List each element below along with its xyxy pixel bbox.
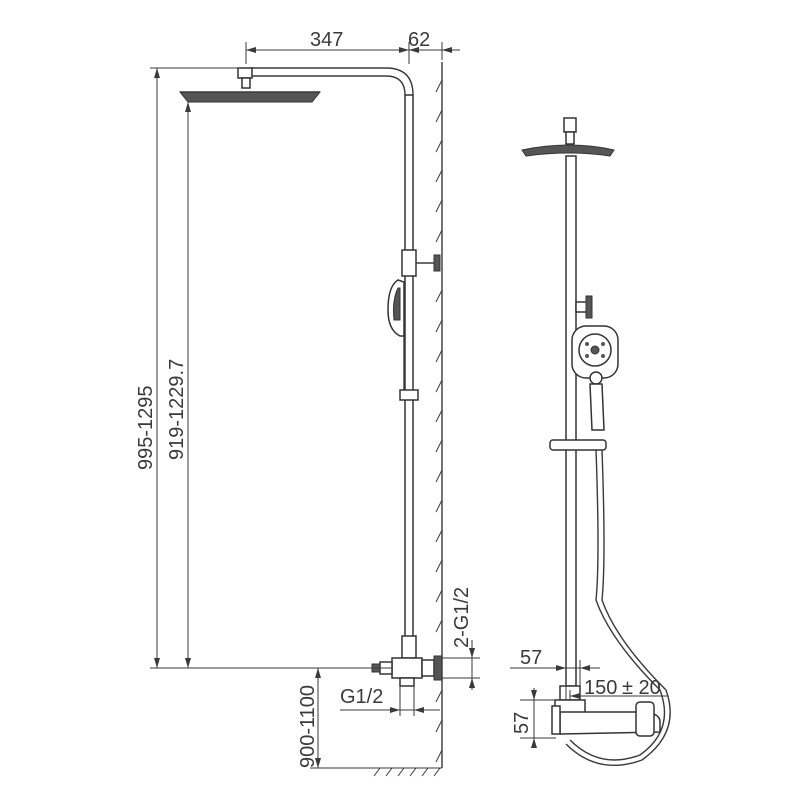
spout-tolerance-label: ± 20 xyxy=(622,677,661,699)
front-slide-holder xyxy=(549,439,607,451)
arm-reach-label: 347 xyxy=(310,29,343,51)
dimension-arm-reach: 347 62 xyxy=(245,29,460,64)
front-width-label: 57 xyxy=(520,647,542,669)
dimension-front-width: 57 xyxy=(510,647,600,700)
floor-line xyxy=(372,767,442,777)
front-hose xyxy=(565,449,671,766)
dimension-mount-height: 900-1100 xyxy=(297,667,372,769)
dimension-inlet-thread: 2-G1/2 xyxy=(442,587,480,690)
front-overhead-shower-head xyxy=(521,117,615,157)
front-view: 57 150 ± 20 57 xyxy=(510,117,671,766)
front-wall-bracket xyxy=(575,295,593,319)
outlet-thread-label: G1/2 xyxy=(340,686,383,708)
dimension-head-height: 919-1229.7 xyxy=(150,102,392,669)
front-height-label: 57 xyxy=(511,712,533,734)
dimension-total-height: 995-1295 xyxy=(135,67,240,668)
riser-pipe xyxy=(250,67,414,656)
overhead-shower-head xyxy=(178,67,322,103)
mixer-valve xyxy=(371,635,443,687)
front-riser-pipe xyxy=(565,155,577,687)
spout-length-label: 150 xyxy=(584,677,617,699)
total-height-label: 995-1295 xyxy=(135,385,157,470)
wall-bracket xyxy=(401,249,441,277)
wall-offset-label: 62 xyxy=(408,29,430,51)
dimension-outlet-thread: G1/2 xyxy=(340,686,440,716)
front-hand-shower xyxy=(571,325,619,431)
hand-shower xyxy=(387,279,419,401)
dimension-front-height: 57 xyxy=(511,688,556,748)
mount-height-label: 900-1100 xyxy=(297,685,319,768)
wall xyxy=(435,62,443,768)
dimension-spout-length: 150 ± 20 xyxy=(569,677,668,700)
head-height-label: 919-1229.7 xyxy=(166,359,188,460)
inlet-thread-label: 2-G1/2 xyxy=(451,587,473,648)
side-view: 347 62 995-1295 919-1229.7 2-G1/2 xyxy=(135,29,480,777)
